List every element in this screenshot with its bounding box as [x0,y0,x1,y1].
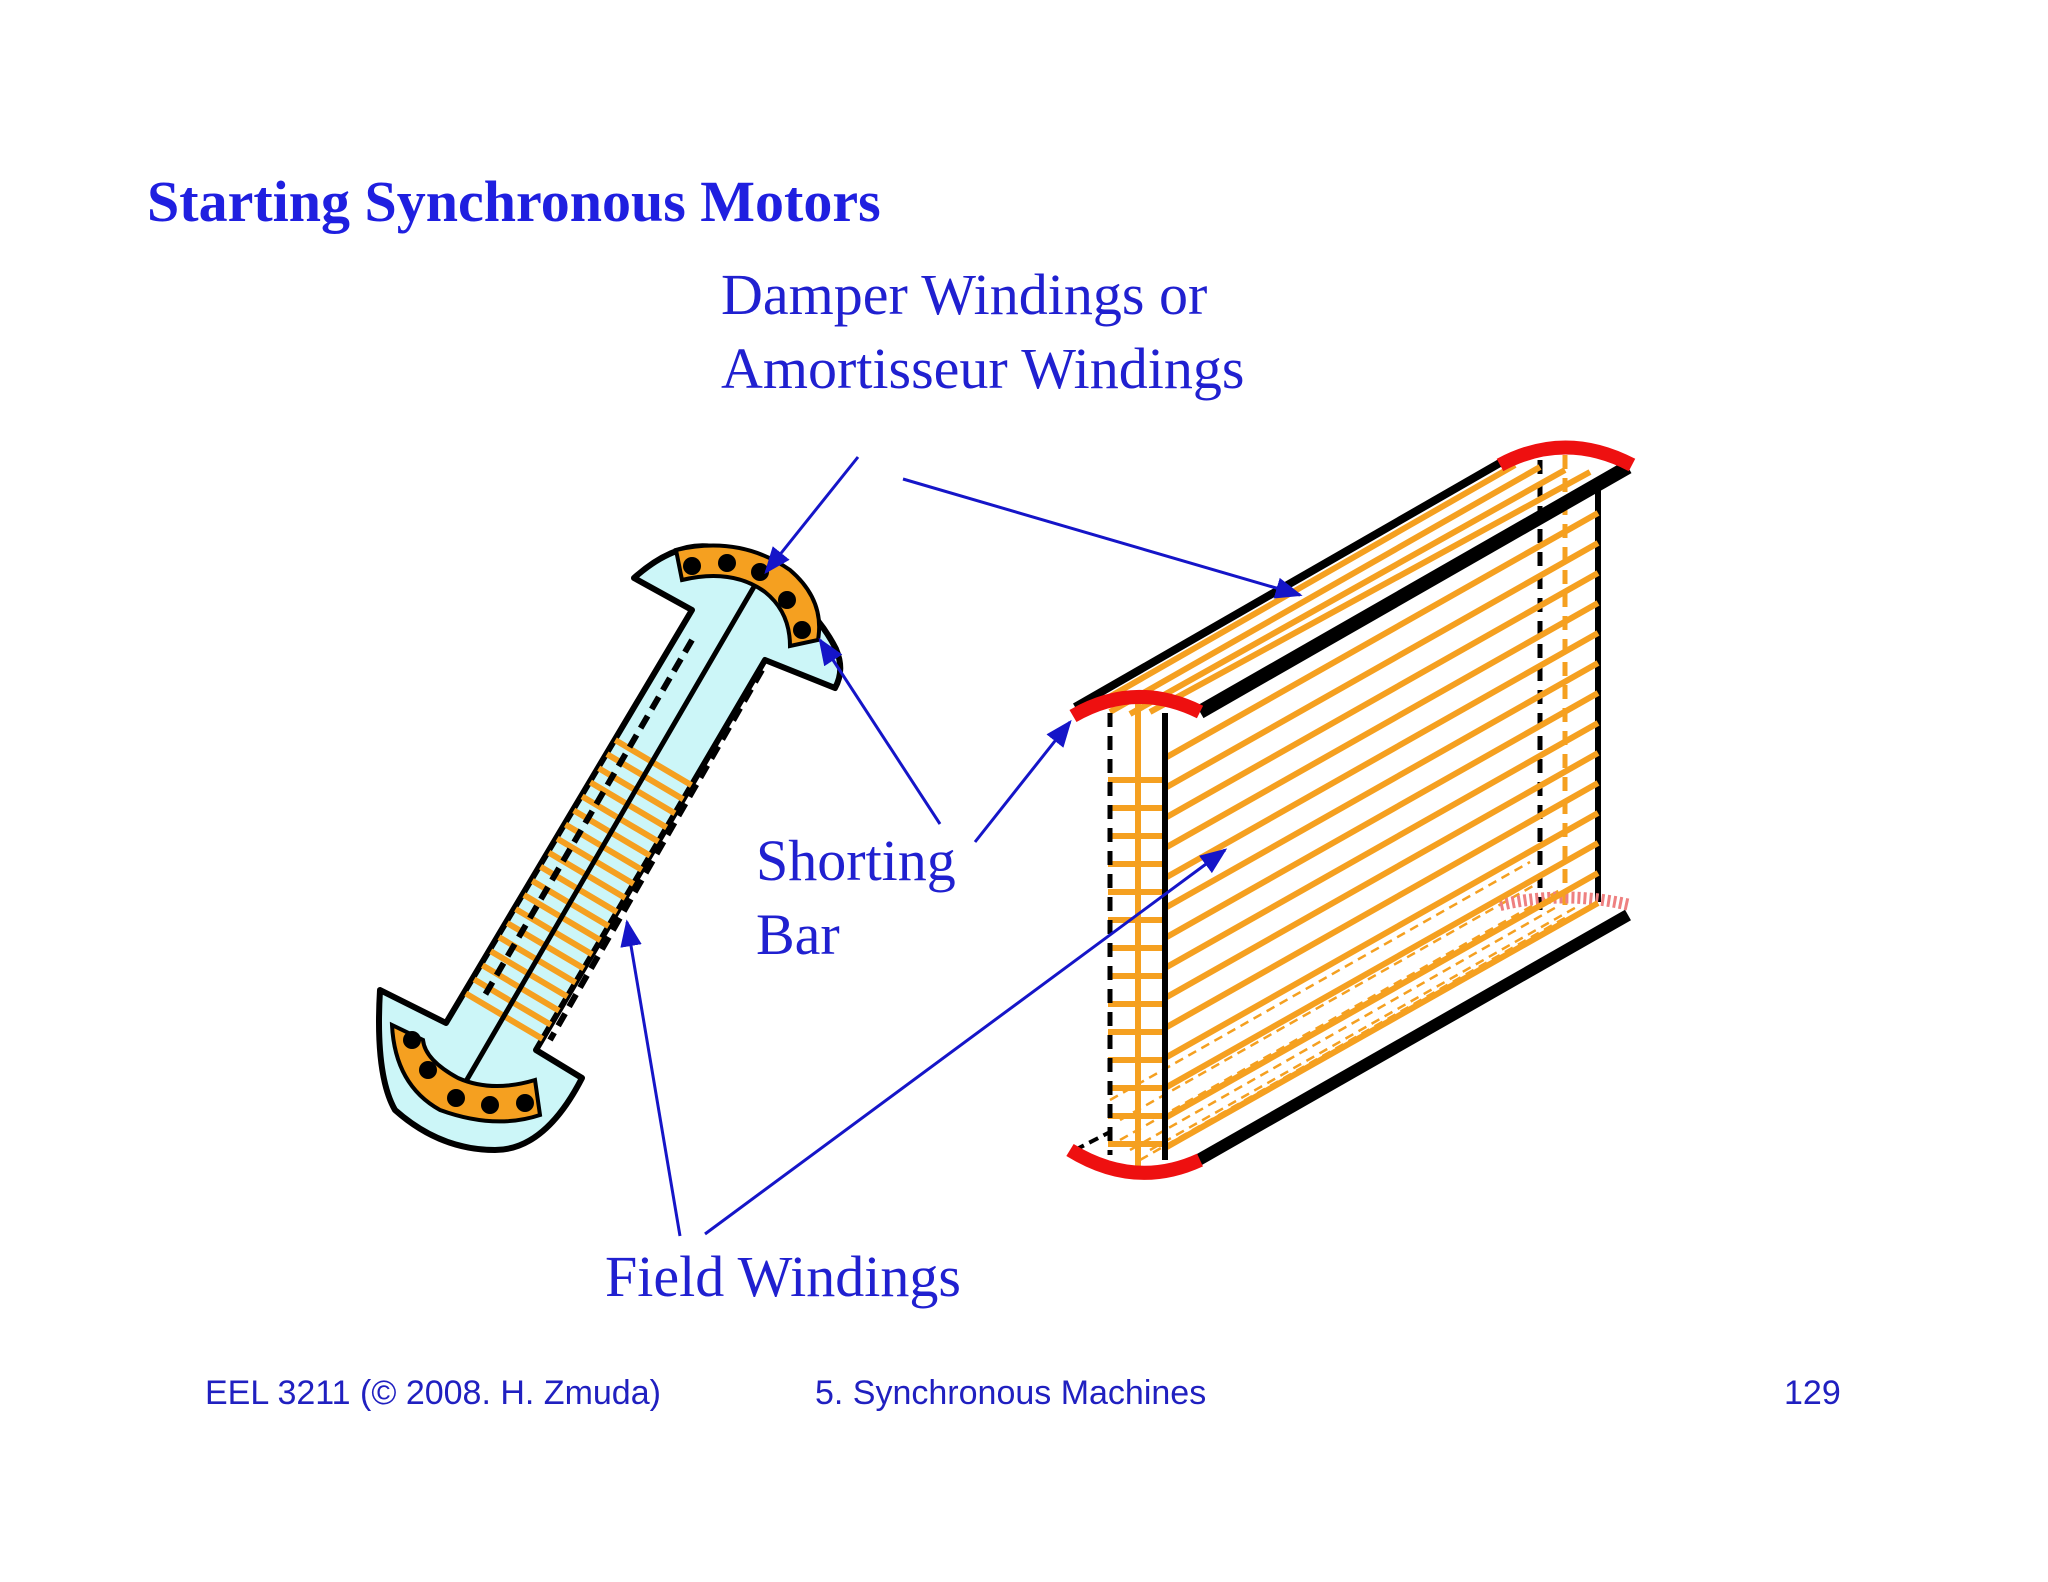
arrow-field-to-left-rotor [620,919,682,1237]
back-upper-shorting-bar [1496,440,1636,472]
end-face-windings [1108,700,1168,1170]
damper-windings-label-line2: Amortisseur Windings [721,336,1245,401]
upper-damper-bars [683,554,811,639]
arrow-shorting-to-left-rotor [818,637,942,825]
back-lower-shorting-bar [1498,891,1632,911]
lower-damper-winding [389,1021,543,1124]
damper-windings-label: Damper Windings or Amortisseur Windings [721,258,1244,406]
damper-windings-label-line1: Damper Windings or [721,262,1208,327]
field-windings-label: Field Windings [605,1244,961,1309]
arrow-shorting-to-right-pole [973,719,1072,843]
shorting-bar-label: Shorting Bar [756,824,956,972]
front-lower-shorting-bar [1066,1143,1203,1180]
slide-title: Starting Synchronous Motors [147,169,881,234]
annotation-arrows [620,456,1303,1237]
arrow-damper-to-left-rotor [764,456,860,575]
shorting-bar-label-line1: Shorting [756,828,956,893]
footer-course: EEL 3211 (© 2008. H. Zmuda) [205,1374,661,1412]
footer-chapter: 5. Synchronous Machines [815,1374,1207,1412]
shorting-bar-label-line2: Bar [756,902,840,967]
front-upper-shorting-bar [1069,690,1204,723]
front-face-windings [1163,510,1600,1151]
arrow-field-to-right-pole [704,848,1228,1236]
arrow-damper-to-right-pole [902,477,1303,599]
salient-pole-rotor [376,543,844,1153]
hidden-winding-lines [1109,860,1581,1162]
lower-damper-bars [403,1031,534,1114]
footer-page-number: 129 [1784,1374,1841,1412]
pole-perspective-view [1066,440,1636,1180]
